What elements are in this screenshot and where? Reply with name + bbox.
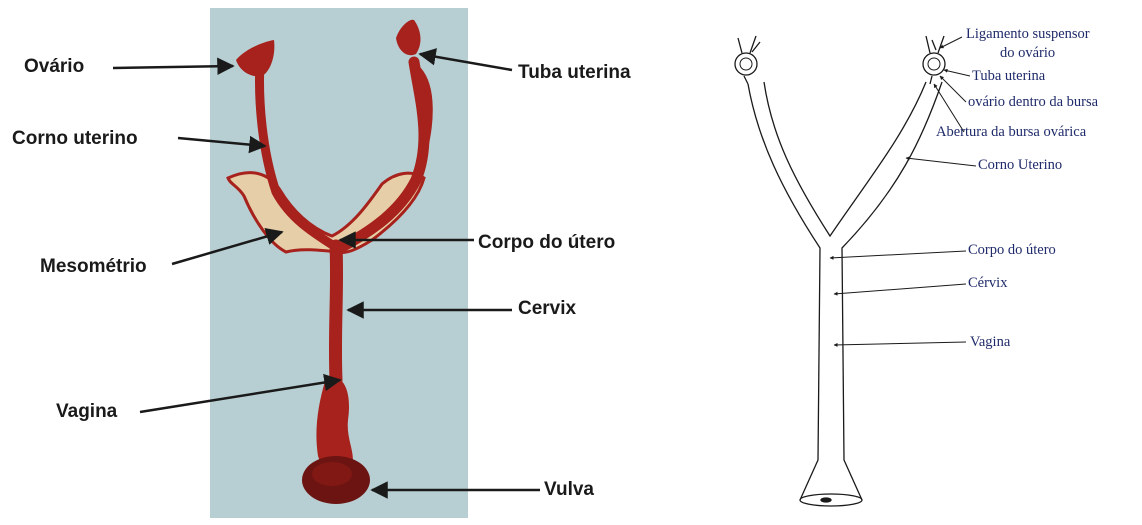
label-abertura-bursa: Abertura da bursa ovárica [936,124,1086,141]
label-tuba-uterina-drawing: Tuba uterina [972,68,1045,85]
uterus-drawing [735,36,945,506]
left-ligament-stub [738,36,760,53]
uterine-body-cervix [335,246,336,380]
label-vagina-drawing: Vagina [970,334,1010,351]
label-cervix-drawing: Cérvix [968,275,1007,292]
label-vagina: Vagina [56,401,117,423]
right-ovary-ring [923,53,945,75]
label-ovario-bursa: ovário dentro da bursa [968,94,1098,111]
pointer-ovario-bursa [940,76,966,102]
drawing-pointer-lines [830,37,976,345]
label-ligamento-line1: Ligamento suspensor [966,26,1090,43]
label-ligamento-line2: do ovário [1000,45,1055,62]
pointer-tuba-uterina [944,70,970,76]
pointer-vagina [834,342,966,345]
label-cervix: Cervix [518,298,576,320]
label-ovario: Ovário [24,56,84,78]
label-corpo-do-utero: Corpo do útero [478,232,615,254]
pointer-cervix [834,284,966,294]
pointer-corno-uterino [906,158,976,166]
label-corno-uterino: Corno uterino [12,128,138,150]
left-ovary-ring [735,53,757,75]
label-mesometrio: Mesométrio [40,256,147,278]
label-vulva: Vulva [544,479,594,501]
pointer-corpo-do-utero [830,251,966,258]
label-corpo-do-utero-drawing: Corpo do útero [968,242,1056,259]
drawing-outline-inner [764,82,926,236]
right-ligament-stub [926,36,944,53]
drawing-outline-outer [748,84,820,500]
drawing-outline-outer-right [842,82,942,500]
uterus-photo [210,8,468,518]
label-corno-uterino-drawing: Corno Uterino [978,157,1062,174]
label-tuba-uterina: Tuba uterina [518,62,631,84]
